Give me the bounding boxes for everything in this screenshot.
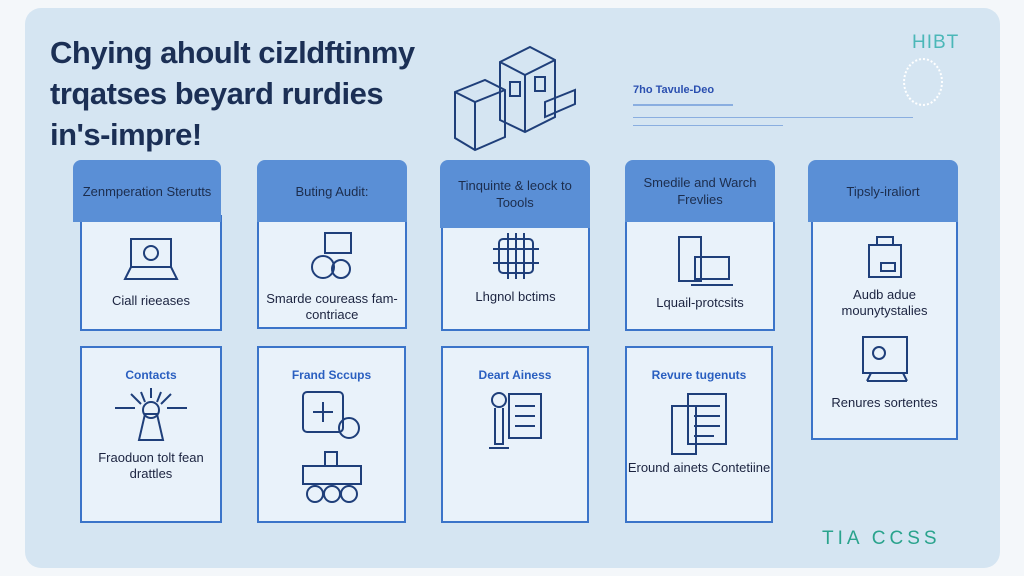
page-title: Chying ahoult cizldftinmy trqatses beyar… bbox=[50, 32, 415, 155]
title-line: trqatses beyard rurdies bbox=[50, 76, 384, 111]
card-text: Renures sortentes bbox=[831, 395, 938, 410]
buildings-icon bbox=[450, 42, 580, 157]
card-3-header: Tinquinte & leock to Toools bbox=[440, 160, 590, 228]
card-text: Fraoduon tolt fean drattles bbox=[98, 450, 204, 481]
title-line: in's-impre! bbox=[50, 117, 202, 152]
card-title: Deart Ainess bbox=[478, 368, 552, 382]
brand-logo-bottom: TIA CCSS bbox=[822, 528, 941, 549]
card-text: Smarde coureass fam-contriace bbox=[266, 291, 398, 322]
card-3: Lhgnol bctims bbox=[441, 215, 590, 331]
card-8: Deart Ainess bbox=[441, 346, 589, 523]
card-1-header: Zenmperation Sterutts bbox=[73, 160, 221, 222]
card-4: Lquail-protcsits bbox=[625, 215, 775, 331]
brand-logo-top: HIBT bbox=[912, 32, 960, 53]
medical-plus-icon bbox=[297, 388, 367, 445]
card-text: Eround ainets Contetiine bbox=[627, 460, 771, 475]
card-2-header: Buting Audit: bbox=[257, 160, 407, 222]
gears-icon bbox=[307, 229, 357, 290]
card-text: Lhgnol bctims bbox=[475, 289, 556, 304]
card-2: Smarde coureass fam-contriace bbox=[257, 215, 407, 329]
card-text: Ciall rieeases bbox=[111, 293, 191, 308]
card-title: Contacts bbox=[125, 368, 177, 382]
card-9: Revure tugenuts Eround ainets Contetiine bbox=[625, 346, 773, 523]
card-6: Contacts Fraoduon tolt fean drattles bbox=[80, 346, 222, 523]
card-7: Frand Sccups bbox=[257, 346, 406, 523]
card-title: Frand Sccups bbox=[291, 368, 372, 382]
laptop-icon bbox=[123, 235, 179, 290]
bag-icon bbox=[865, 231, 905, 286]
documents-icon bbox=[664, 392, 734, 463]
card-text: Lquail-protcsits bbox=[656, 295, 744, 310]
card-5-header: Tipsly-iraliort bbox=[808, 160, 958, 222]
workstation-icon bbox=[857, 329, 913, 390]
circuit-icon bbox=[491, 231, 541, 286]
card-5: Audb adue mounytystalies Renures sortent… bbox=[811, 215, 958, 440]
person-document-icon bbox=[485, 390, 545, 457]
devices-icon bbox=[665, 233, 735, 294]
subtitle: 7ho Tavule-Deo bbox=[633, 84, 715, 96]
card-1: Ciall rieeases bbox=[80, 215, 222, 331]
dotted-circle-icon bbox=[903, 58, 943, 106]
alert-person-icon bbox=[111, 384, 191, 449]
card-4-header: Smedile and Warch Frevlies bbox=[625, 160, 775, 222]
card-title: Revure tugenuts bbox=[651, 368, 747, 382]
machine-icon bbox=[297, 450, 367, 511]
card-text: Audb adue mounytystalies bbox=[841, 287, 928, 318]
title-line: Chying ahoult cizldftinmy bbox=[50, 35, 415, 70]
